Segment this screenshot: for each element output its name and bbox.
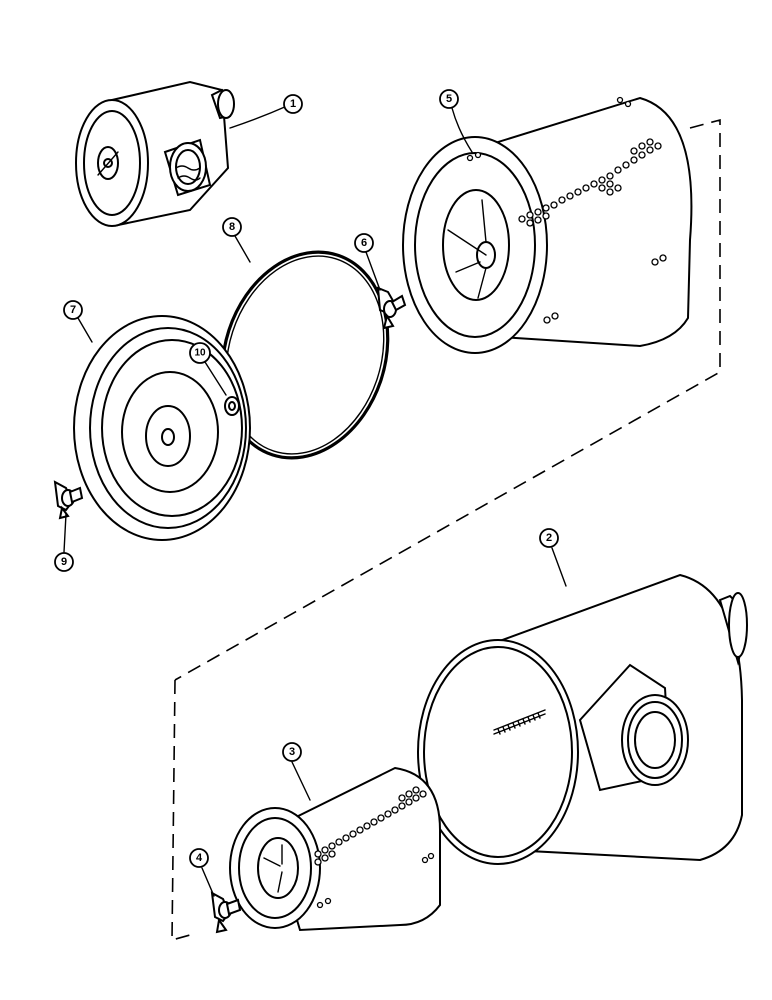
callout-8: 8 xyxy=(222,217,242,237)
callout-6: 6 xyxy=(354,233,374,253)
part-8-seal-ring xyxy=(220,250,390,460)
callout-7-label: 7 xyxy=(70,304,76,316)
callout-7: 7 xyxy=(63,300,83,320)
part-4-wing-nut xyxy=(210,891,242,934)
callout-4-label: 4 xyxy=(196,852,203,864)
leader-line-5 xyxy=(451,107,473,153)
leader-line-6 xyxy=(365,251,381,291)
callout-2: 2 xyxy=(539,528,559,548)
callout-5: 5 xyxy=(439,89,459,109)
part-10-washer xyxy=(224,396,240,416)
callout-4: 4 xyxy=(189,848,209,868)
leader-line-7 xyxy=(77,317,93,343)
callout-5-label: 5 xyxy=(446,93,452,105)
callout-8-label: 8 xyxy=(229,221,235,233)
callout-9-label: 9 xyxy=(61,556,67,568)
leader-line-2 xyxy=(551,547,567,587)
part-3-secondary-filter-element xyxy=(229,766,441,932)
part-7-cover xyxy=(73,315,251,541)
callout-3: 3 xyxy=(282,742,302,762)
callout-6-label: 6 xyxy=(361,237,367,249)
callout-1-label: 1 xyxy=(290,98,296,110)
part-3-perforation-pattern xyxy=(314,786,435,909)
callout-10-label: 10 xyxy=(194,348,206,359)
callout-10: 10 xyxy=(189,342,211,364)
part-2-threaded-rod xyxy=(493,709,546,735)
leader-line-10 xyxy=(204,361,227,396)
part-9-wing-nut xyxy=(53,480,84,520)
leader-line-1 xyxy=(229,105,288,129)
part-5-primary-filter-element xyxy=(402,96,693,354)
callout-3-label: 3 xyxy=(289,746,295,758)
leader-line-3 xyxy=(291,761,311,801)
assembly-dashed-line-lower xyxy=(171,679,191,942)
callout-1: 1 xyxy=(283,94,303,114)
part-6-wing-nut xyxy=(376,286,407,330)
leader-lines xyxy=(63,105,567,897)
part-5-perforation-pattern xyxy=(466,96,667,324)
leader-line-9 xyxy=(63,513,67,553)
callout-9: 9 xyxy=(54,552,74,572)
callout-2-label: 2 xyxy=(546,532,552,544)
leader-line-4 xyxy=(201,867,215,897)
assembly-dashed-line-upper xyxy=(174,118,721,681)
part-1-air-cleaner-assembly xyxy=(75,80,235,227)
part-2-air-cleaner-body xyxy=(417,573,748,865)
leader-line-8 xyxy=(234,235,251,263)
